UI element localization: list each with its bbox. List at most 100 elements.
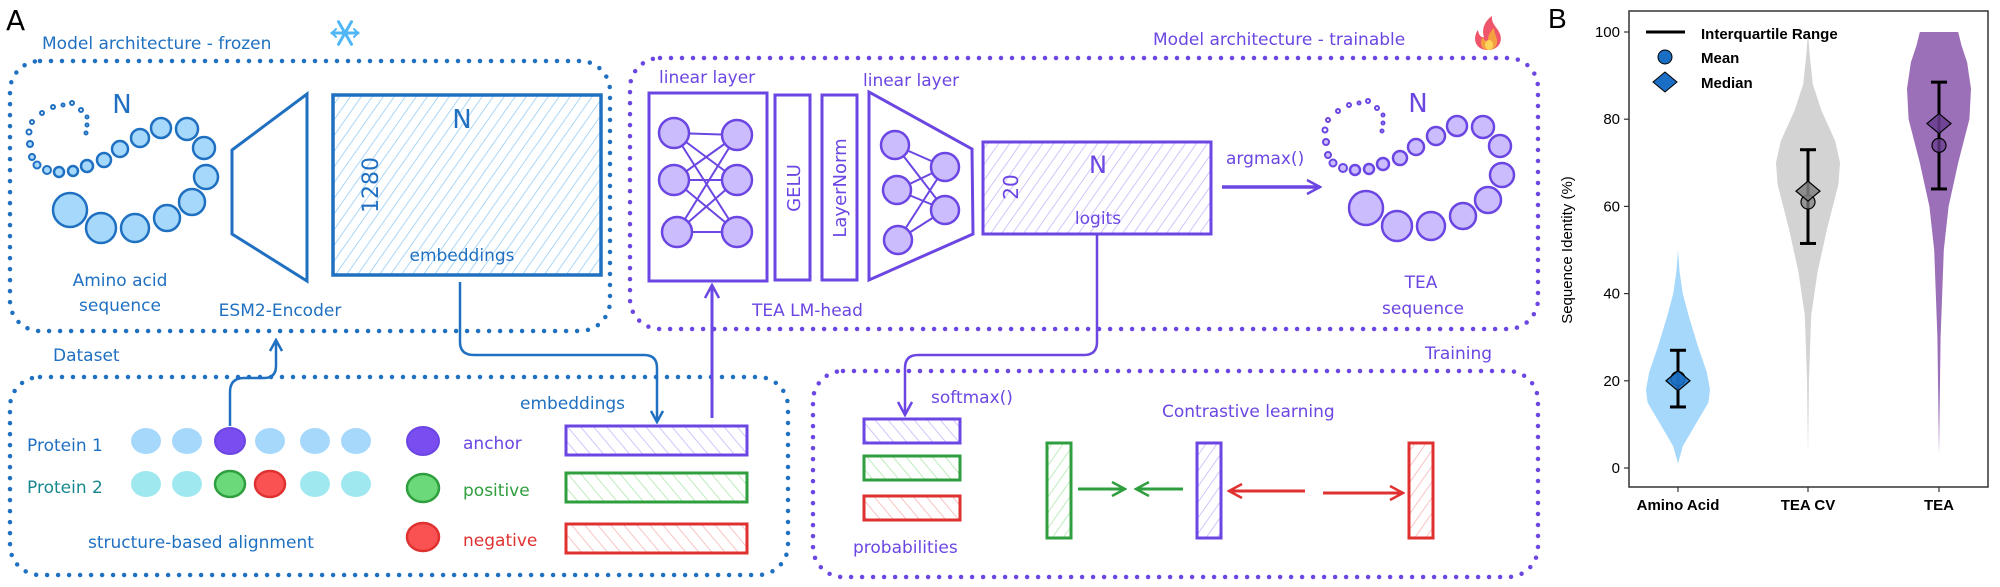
residue-circle xyxy=(1380,120,1386,126)
nn-edge xyxy=(676,134,738,233)
residue-circle xyxy=(1338,163,1348,173)
x-tick-label: TEA CV xyxy=(1781,497,1835,514)
protein-1-residue xyxy=(255,428,285,454)
nn-node xyxy=(720,215,754,249)
esm2-encoder-label: ESM2-Encoder xyxy=(219,301,342,321)
training-title: Training xyxy=(1424,344,1492,364)
median-marker xyxy=(1795,180,1821,202)
layernorm-label: LayerNorm xyxy=(830,138,851,237)
residue-circle xyxy=(51,191,89,229)
residue-circle xyxy=(1325,117,1331,123)
protein-2-label: Protein 2 xyxy=(27,478,103,498)
probabilities-label: probabilities xyxy=(853,538,958,558)
residue-circle xyxy=(39,110,45,116)
negative-legend-dot xyxy=(405,521,441,553)
anchor-to-encoder-arrow xyxy=(228,340,276,426)
legend-mean-marker xyxy=(1657,49,1673,65)
nn-node xyxy=(720,118,754,152)
tea-sequence-label: sequence xyxy=(1382,299,1464,319)
dataset-box xyxy=(7,374,791,578)
residue-circle xyxy=(28,153,36,161)
protein-2-residue xyxy=(341,471,371,497)
dataset-embeddings-label: embeddings xyxy=(520,394,625,414)
nn-edge xyxy=(673,132,738,233)
residue-circle xyxy=(1488,161,1516,189)
residue-circle xyxy=(84,122,90,128)
residue-circle xyxy=(1346,102,1352,108)
residue-circle xyxy=(26,140,34,148)
residue-circle xyxy=(42,165,52,175)
argmax-label: argmax() xyxy=(1226,149,1304,169)
protein-2-residue xyxy=(172,471,202,497)
residue-circle xyxy=(1348,163,1362,177)
protein-2-residue xyxy=(131,471,161,497)
residue-circle xyxy=(1379,128,1385,134)
gelu-block xyxy=(773,93,812,282)
residue-circle xyxy=(110,139,130,159)
protein-1-residue xyxy=(172,428,202,454)
residue-circle xyxy=(152,203,182,233)
violins xyxy=(1646,32,1971,464)
x-tick-label: TEA xyxy=(1924,497,1954,514)
protein-1-label: Protein 1 xyxy=(27,436,103,456)
panel-label-b: B xyxy=(1548,3,1567,34)
legend-median-label: Median xyxy=(1701,75,1753,92)
frozen-title: Model architecture - frozen xyxy=(42,34,271,54)
x-tick-label: Amino Acid xyxy=(1637,497,1720,514)
negative-embedding-bar xyxy=(564,522,749,555)
logits-label: logits xyxy=(1075,209,1121,229)
y-tick-label: 20 xyxy=(1603,373,1620,390)
residue-circle xyxy=(79,158,95,174)
linear-layer-2-network xyxy=(879,129,961,256)
chain-length-label: N xyxy=(112,90,131,120)
median-marker xyxy=(1926,112,1952,135)
protein-2-residue xyxy=(300,471,330,497)
protein-2-negative-residue xyxy=(253,469,287,499)
residue-circle xyxy=(177,187,207,217)
logits-to-softmax-arrow xyxy=(905,234,1099,415)
logits-dim-label: 20 xyxy=(999,174,1023,199)
legend-iqr-label: Interquartile Range xyxy=(1701,26,1838,43)
residue-circle xyxy=(1362,162,1376,176)
positive-probability-bar xyxy=(862,454,962,482)
gelu-label: GELU xyxy=(784,164,805,212)
nn-node xyxy=(881,174,913,206)
nn-node xyxy=(929,194,961,226)
anchor-legend-dot xyxy=(406,426,440,456)
nn-node xyxy=(720,163,754,197)
protein-residues xyxy=(131,427,371,499)
frozen-box xyxy=(7,58,613,334)
residue-circle xyxy=(191,135,217,161)
residue-circle xyxy=(95,151,113,169)
trainable-title: Model architecture - trainable xyxy=(1153,30,1405,50)
amino-acid-label: Amino acid xyxy=(73,271,168,291)
softmax-label: softmax() xyxy=(931,388,1013,408)
sequence-label: sequence xyxy=(79,296,161,316)
linear-layer-1-label: linear layer xyxy=(659,68,755,88)
residue-circle xyxy=(69,100,75,106)
negative-probability-bar xyxy=(862,494,962,522)
residue-circle xyxy=(1321,126,1329,134)
trainable-box xyxy=(627,55,1541,332)
median-marker xyxy=(1665,370,1691,392)
y-tick-label: 80 xyxy=(1603,111,1620,128)
negative-label: negative xyxy=(463,531,537,551)
amino-acid-chain xyxy=(25,100,220,245)
logits-matrix xyxy=(981,140,1213,236)
residue-circle xyxy=(66,164,80,178)
linear-layer-1-network xyxy=(657,116,754,249)
residue-circle xyxy=(1391,149,1409,167)
y-tick-label: 0 xyxy=(1612,460,1620,477)
residue-circle xyxy=(1380,209,1414,243)
residue-circle xyxy=(1374,105,1380,111)
dataset-title: Dataset xyxy=(53,346,120,366)
y-tick-label: 40 xyxy=(1603,286,1620,303)
protein-1-residue xyxy=(300,428,330,454)
protein-1-anchor-residue xyxy=(214,427,246,455)
residue-circle xyxy=(119,212,151,244)
residue-circle xyxy=(84,114,90,120)
